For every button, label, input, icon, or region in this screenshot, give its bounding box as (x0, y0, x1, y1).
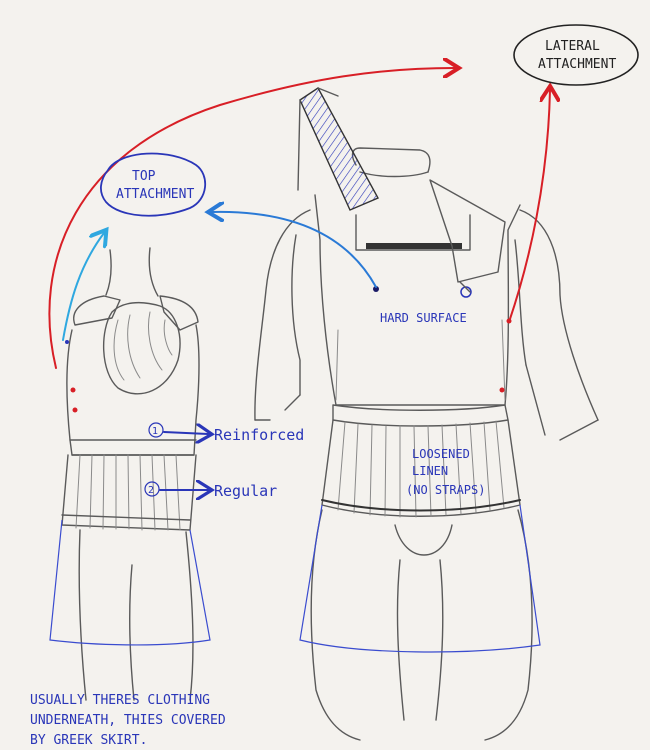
loosened-linen-label-2: LINEN (412, 464, 448, 478)
blue-arrow-top-attachment-right (212, 212, 377, 288)
lateral-attachment-label-1: LATERAL (545, 39, 600, 54)
note-line-1: USUALLY THERES CLOTHING (30, 693, 210, 708)
red-arrow-lateral-attachment (48, 68, 455, 369)
note-line-2: UNDERNEATH, THIES COVERED (30, 713, 226, 728)
loosened-linen-label-1: LOOSENED (412, 447, 470, 461)
lateral-attachment-label-2: ATTACHMENT (538, 57, 616, 72)
rear-view-figure (49, 247, 211, 701)
top-attachment-bubble (100, 152, 206, 217)
marker-2: 2 (148, 485, 154, 496)
regular-label: Regular (214, 482, 277, 500)
hard-surface-label: HARD SURFACE (380, 311, 467, 325)
note-line-3: BY GREEK SKIRT. (30, 733, 147, 748)
lateral-attachment-bubble (513, 24, 639, 86)
light-blue-arrow-top-attachment-left (62, 233, 104, 341)
front-view-figure (254, 86, 599, 741)
reinforced-label: Reinforced (214, 426, 304, 444)
top-attachment-label-2: ATTACHMENT (116, 187, 194, 202)
marker-1: 1 (152, 426, 158, 437)
loosened-linen-label-3: (NO STRAPS) (406, 483, 485, 497)
top-attachment-label-1: TOP (132, 169, 156, 184)
red-arrow-lateral-right (508, 90, 550, 323)
